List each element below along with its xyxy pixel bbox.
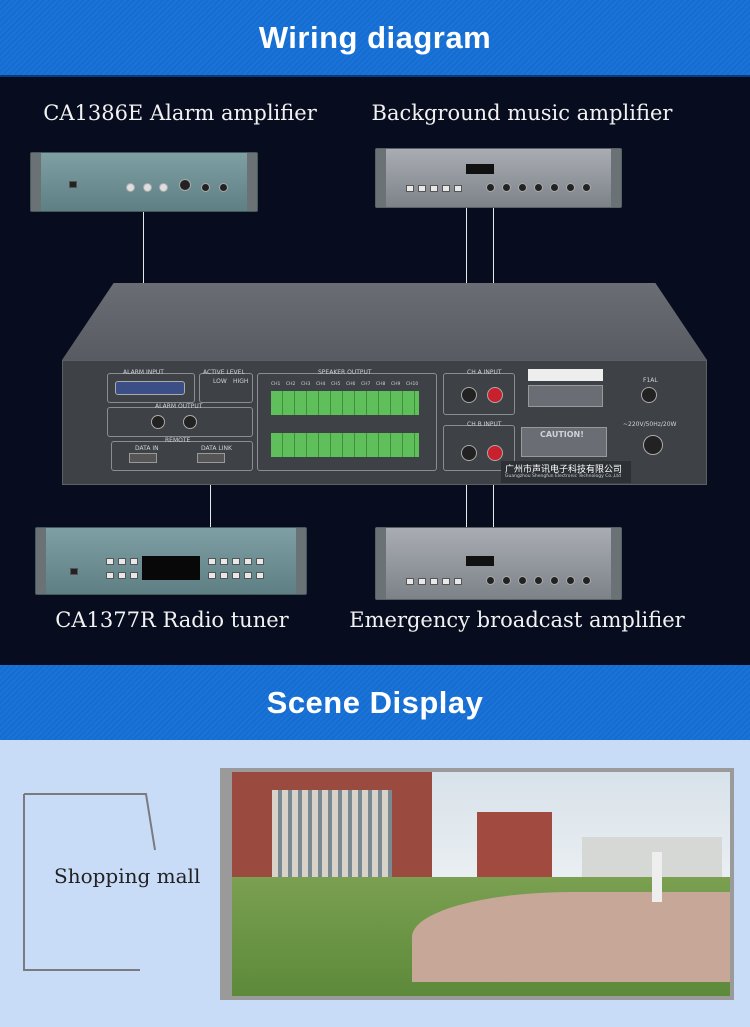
emergency-amplifier-device <box>375 527 622 600</box>
data-link-label: DATA LINK <box>201 445 232 452</box>
channel-label: CH10 <box>406 382 419 387</box>
wire-emergency-a <box>466 460 467 530</box>
emergency-amp-label: Emergency broadcast amplifier <box>349 608 685 632</box>
section-title: Scene Display <box>266 684 484 720</box>
wire-emergency-b <box>493 460 494 530</box>
alarm-output-label: ALARM OUTPUT <box>155 403 203 410</box>
channel-label: CH5 <box>331 382 341 387</box>
channel-label: CH1 <box>271 382 281 387</box>
speaker-terminals-top <box>271 391 419 415</box>
alarm-amp-label: CA1386E Alarm amplifier <box>43 101 317 125</box>
channel-label: CH6 <box>346 382 356 387</box>
bgm-amp-label: Background music amplifier <box>371 101 673 125</box>
radio-tuner-label: CA1377R Radio tuner <box>55 608 289 632</box>
channel-label: CH3 <box>301 382 311 387</box>
scene-photo <box>220 768 734 1000</box>
speaker-output-label: SPEAKER OUTPUT <box>318 369 372 376</box>
company-name-cn: 广州市声讯电子科技有限公司 <box>505 465 623 475</box>
channel-label: CH9 <box>391 382 401 387</box>
high-label: HIGH <box>233 378 249 385</box>
active-level-label: ACTIVE LEVEL <box>203 369 245 376</box>
channel-label: CH8 <box>376 382 386 387</box>
wiring-diagram-banner: Wiring diagram <box>0 0 750 75</box>
remote-label: REMOTE <box>165 437 191 444</box>
alarm-input-label: ALARM INPUT <box>123 369 164 376</box>
radio-tuner-device <box>35 527 307 595</box>
ch-a-label: CH A INPUT <box>467 369 502 376</box>
channel-label: CH7 <box>361 382 371 387</box>
section-title: Wiring diagram <box>258 19 492 55</box>
speaker-terminals-bottom <box>271 433 419 457</box>
building-center <box>477 812 552 882</box>
data-in-label: DATA IN <box>135 445 159 452</box>
wire-tuner <box>210 455 211 530</box>
fuse-label: F1AL <box>643 377 658 384</box>
caption-frame <box>23 793 156 971</box>
ch-b-label: CH B INPUT <box>467 421 502 428</box>
power-label: ~220V/50Hz/20W <box>623 421 677 428</box>
caution-label: CAUTION! <box>540 430 584 439</box>
channel-label: CH4 <box>316 382 326 387</box>
bgm-amplifier-device <box>375 148 622 208</box>
controller-rear-panel: ALARM INPUT ACTIVE LEVEL LOW HIGH ALARM … <box>62 360 707 485</box>
scene-caption: Shopping mall <box>54 864 201 888</box>
company-name-en: Guangzhou Shengfun Electronic Technology… <box>505 474 622 479</box>
channel-label: CH2 <box>286 382 296 387</box>
scene-display-banner: Scene Display <box>0 665 750 740</box>
alarm-input-port <box>115 381 185 395</box>
alarm-amplifier-device <box>30 152 258 212</box>
controller-top <box>62 283 707 360</box>
low-label: LOW <box>213 378 227 385</box>
